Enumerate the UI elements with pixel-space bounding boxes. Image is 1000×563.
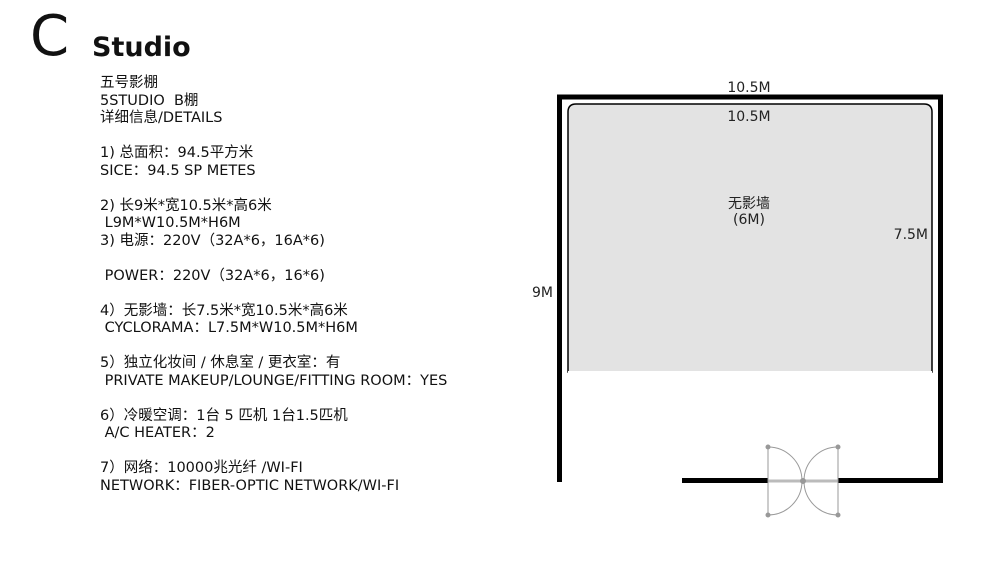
dimensions-cn: 2) 长9米*宽10.5米*高6米 (100, 197, 272, 214)
room-length-label: 9M (532, 285, 553, 301)
cyclorama-cn: 4）无影墙：长7.5米*宽10.5米*高6米 (100, 302, 348, 319)
cyclorama-name: 无影墙 (728, 196, 770, 212)
cyclorama-en: CYCLORAMA：L7.5M*W10.5M*H6M (100, 320, 358, 336)
network-cn: 7）网络：10000兆光纤 /WI-FI (100, 460, 303, 476)
dimensions-en: L9M*W10.5M*H6M (100, 215, 241, 231)
area-cn: 1) 总面积：94.5平方米 (100, 145, 254, 161)
ac-cn: 6）冷暖空调：1台 5 匹机 1台1.5匹机 (100, 407, 348, 424)
network-en: NETWORK：FIBER-OPTIC NETWORK/WI-FI (100, 477, 400, 494)
details-panel: 五号影棚 5STUDIO B棚 详细信息/DETAILS 1) 总面积：94.5… (100, 75, 520, 495)
cyclorama-depth-label: 7.5M (894, 227, 928, 243)
page-title: Studio (92, 32, 191, 63)
section-letter: C (30, 4, 70, 69)
power-en: POWER：220V（32A*6，16*6) (100, 267, 325, 284)
room-width-label: 10.5M (727, 80, 770, 96)
double-door-icon (765, 444, 841, 518)
rooms-en: PRIVATE MAKEUP/LOUNGE/FITTING ROOM：YES (100, 372, 448, 389)
cyclorama-width-label: 10.5M (727, 109, 770, 125)
ac-en: A/C HEATER：2 (100, 425, 215, 441)
cyclorama-area (567, 103, 933, 373)
area-en: SICE：94.5 SP METES (100, 162, 256, 179)
details-heading: 详细信息/DETAILS (100, 110, 223, 126)
rooms-cn: 5）独立化妆间 / 休息室 / 更衣室：有 (100, 355, 341, 371)
studio-name-cn: 五号影棚 (100, 75, 158, 91)
cyclorama-height: (6M) (733, 212, 765, 228)
power-cn: 3) 电源：220V（32A*6，16A*6) (100, 232, 325, 249)
studio-name-en: 5STUDIO B棚 (100, 92, 199, 109)
